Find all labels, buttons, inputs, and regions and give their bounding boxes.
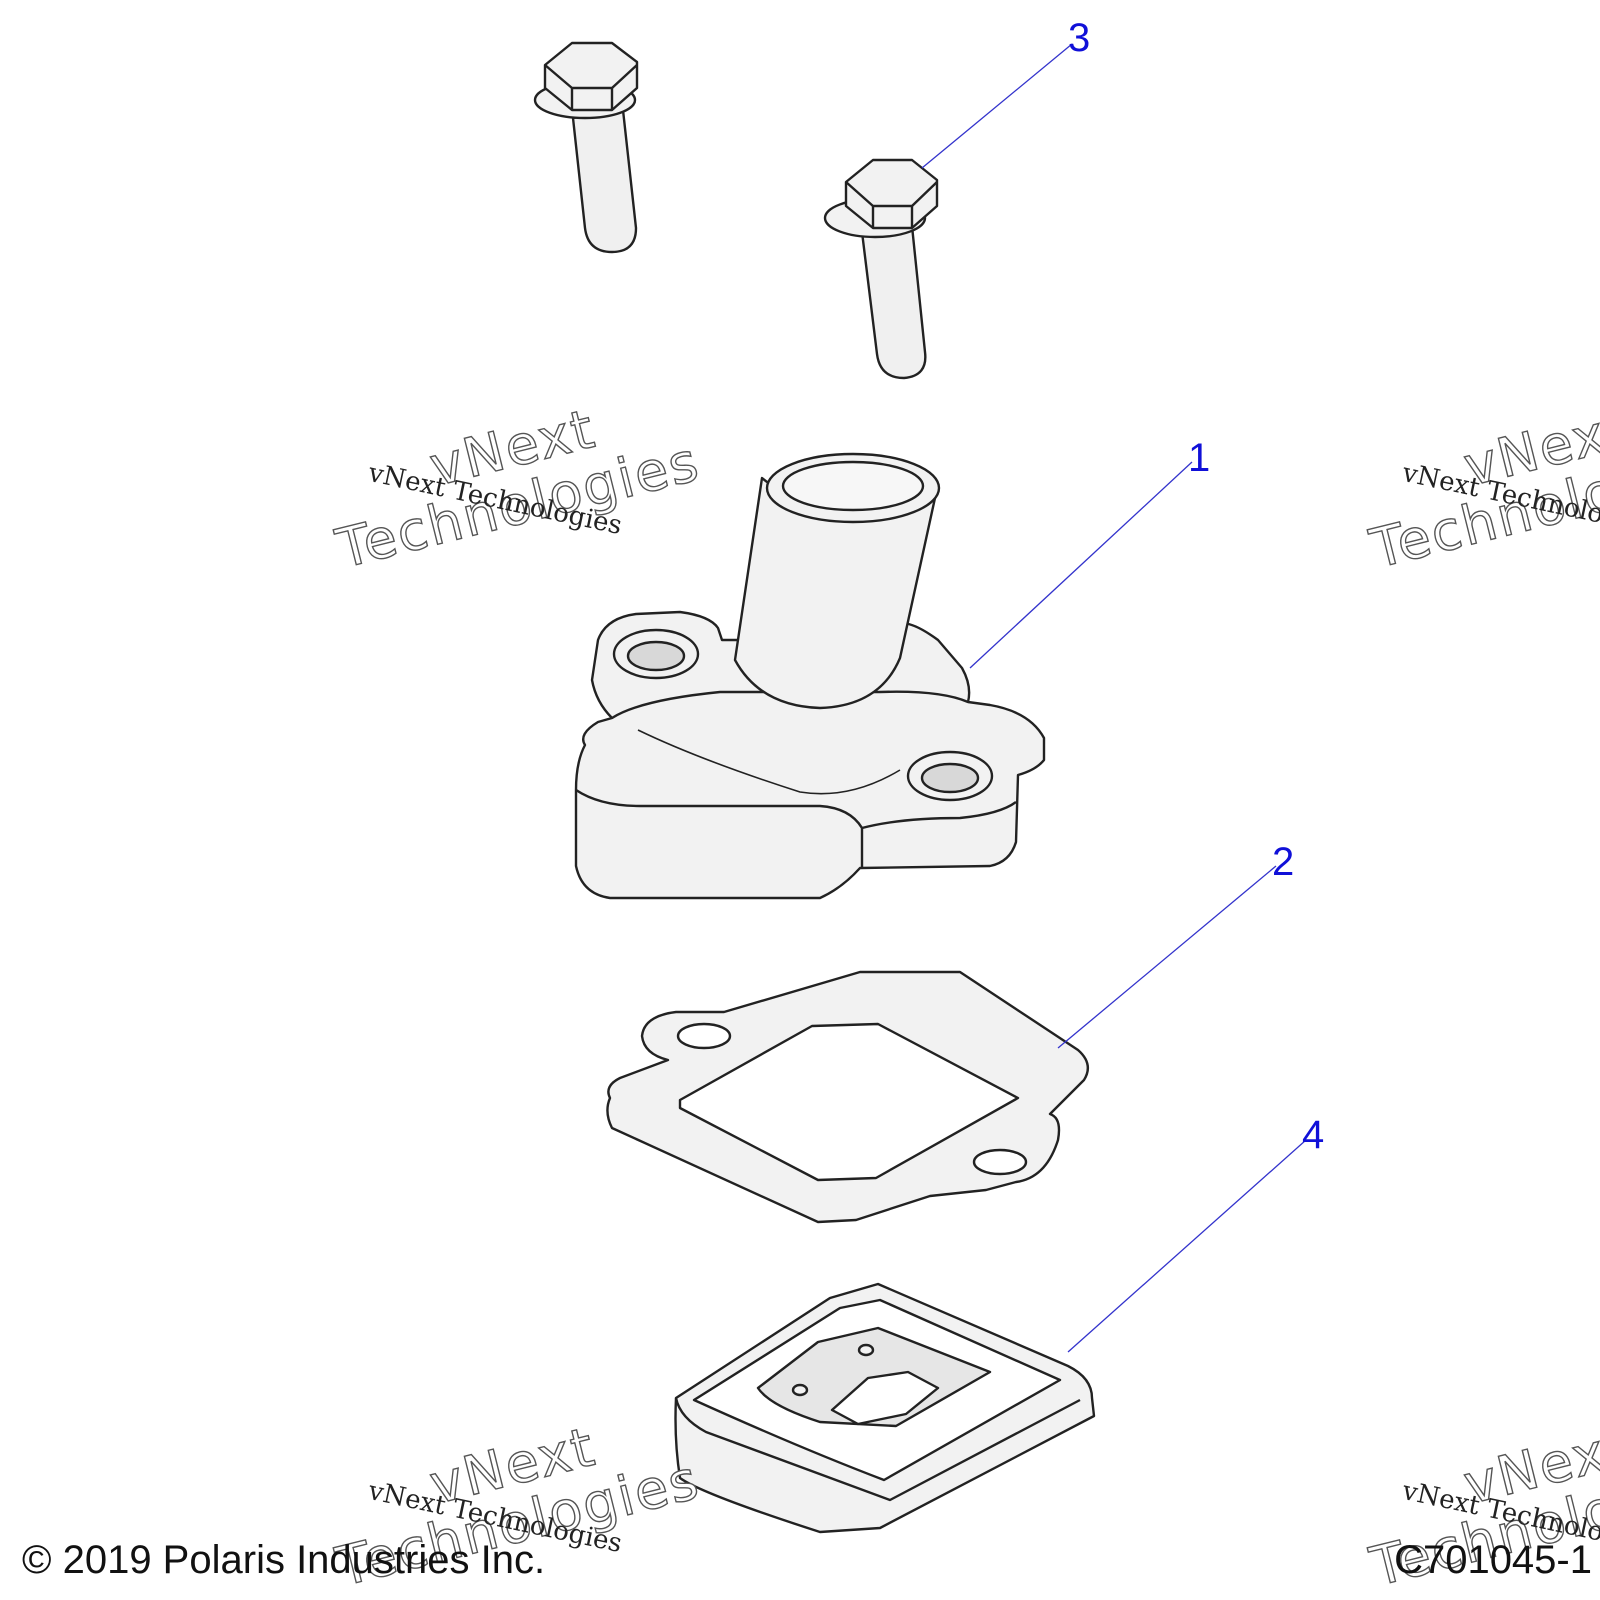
callout-1: 1 [1188, 436, 1211, 480]
leader-line-4 [1067, 1139, 1307, 1353]
callout-2: 2 [1272, 840, 1295, 884]
copyright-text: © 2019 Polaris Industries Inc. [22, 1538, 546, 1582]
figure-id: C701045-1 [1394, 1538, 1592, 1582]
bolt-right [823, 158, 939, 380]
leader-line-2 [1057, 865, 1277, 1049]
leader-line-1 [969, 461, 1193, 669]
reed-valve [674, 1282, 1096, 1534]
outlet-housing [574, 452, 1046, 900]
callout-3: 3 [1068, 16, 1091, 60]
leader-line-3 [921, 43, 1073, 169]
gasket [606, 970, 1090, 1224]
callout-4: 4 [1302, 1113, 1325, 1157]
bolt-left [533, 41, 639, 254]
